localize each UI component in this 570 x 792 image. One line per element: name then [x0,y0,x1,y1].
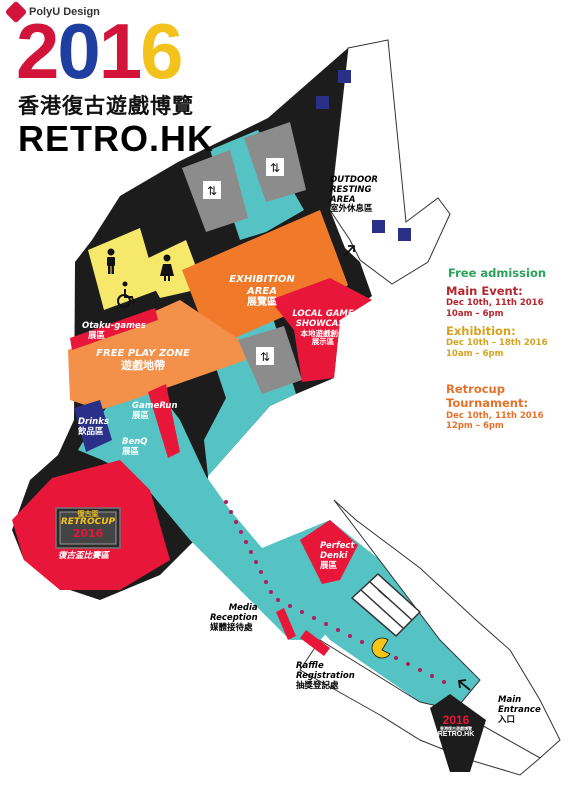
gamerun-en: GameRun [132,401,178,411]
brand-name: PolyU Design [29,6,100,18]
main-event-info: Main Event: Dec 10th, 11th 2016 10am – 6… [446,284,544,320]
entrance-badge-name: RETRO.HK [437,730,475,738]
retrocup-badge-text: 復古盃 RETROCUP 2016 [56,510,120,540]
gamerun-label: GameRun 展區 [132,401,178,422]
local-game-showcase-booth [270,278,372,382]
free-play-zone-floor [68,300,246,410]
exhibition-area-en: EXHIBITION AREA [229,274,295,297]
polyu-design-brand: PolyU Design [4,0,100,24]
svg-text:⇅: ⇅ [207,184,217,198]
retrocup-head: Retrocup Tournament: [446,382,529,411]
media-reception-en: Media Reception [210,603,258,623]
retrocup-time: 12pm – 6pm [446,421,504,432]
outdoor-area-zh: 室外休息區 [330,204,373,215]
year-digit: 0 [57,7,100,95]
entrance-badge-text: 2016 香港復古遊戲博覽 RETRO.HK [436,714,476,738]
svg-text:⇅: ⇅ [270,161,280,175]
main-event-head: Main Event: [446,284,523,298]
retrocup-dates: Dec 10th, 11th 2016 [446,410,544,421]
entrance-outline [333,499,561,759]
otaku-games-zh: 展區 [88,330,106,341]
benq-en: BenQ [122,437,148,447]
gamerun-zh: 展區 [132,410,150,421]
media-reception-zh: 媒體接待處 [210,622,253,633]
entrance-stairs [350,572,422,638]
local-game-showcase-en: LOCAL GAME SHOWCASE [292,309,354,329]
drinks-label: Drinks 飲品區 [78,417,109,438]
main-entrance-label: Main Entrance 入口 [498,695,541,725]
benq-zh: 展區 [122,446,140,457]
outdoor-area-en: OUTDOOR RESTING AREA [330,175,378,205]
benq-label: BenQ 展區 [122,437,148,458]
gamerun-booth [148,384,180,458]
media-reception-booth [276,608,296,640]
entrance-badge-year: 2016 [442,713,470,727]
free-admission-text: Free admission [448,266,546,280]
toilet-area-left [88,228,158,310]
pacman-icon [371,637,391,659]
retrocup-badge-name: RETROCUP [60,517,116,528]
otaku-games-label: Otaku-games 展區 [82,321,146,342]
retrocup-badge-year: 2016 [72,526,104,540]
chinese-title: 香港復古遊戲博覽 [18,94,194,118]
entrance-badge [430,694,486,772]
outdoor-area-outline [329,39,451,285]
year-digit: 2 [16,7,59,95]
exhibition-info: Exhibition: Dec 10th – 18th 2016 10am – … [446,324,548,360]
exhibition-time: 10am – 6pm [446,349,504,359]
free-admission-head: Free admission [448,266,547,280]
retro-hk-title: RETRO.HK [18,118,214,159]
exhibition-area-zh: 展覽區 [247,297,277,308]
escalator-icon: ⇅ [203,181,221,199]
media-reception-label: Media Reception 媒體接待處 [210,603,258,633]
local-game-showcase-label: LOCAL GAME SHOWCASE 本地遊戲創作 展示區 [286,309,360,347]
exhibition-area-label: EXHIBITION AREA 展覽區 [220,274,304,309]
main-entrance-en: Main Entrance [498,695,541,715]
retrocup-area-label: 復古盃比賽區 [58,551,110,561]
exhibition-dates: Dec 10th – 18th 2016 [446,338,548,349]
retrocup-badge [55,507,121,549]
free-play-zone-zh: 遊戲地帶 [121,358,165,372]
pacman-trail [224,500,446,684]
drinks-en: Drinks [78,417,109,427]
free-play-zone-en: FREE PLAY ZONE [96,348,190,359]
drinks-zh: 飲品區 [78,426,104,437]
main-event-dates: Dec 10th, 11th 2016 [446,298,544,309]
perfect-denki-zh: 展區 [320,560,338,571]
main-entrance-zh: 入口 [498,714,516,725]
raffle-registration-zh: 抽獎登記處 [296,680,339,691]
year-title: 2 0 1 6 [16,7,184,95]
local-game-showcase-zh: 本地遊戲創作 展示區 [300,328,346,347]
wheelchair-icon [117,281,135,308]
retrocup-info: Retrocup Tournament: Dec 10th, 11th 2016… [446,382,544,432]
year-digit: 1 [98,7,142,95]
outdoor-seats [316,70,411,241]
exhibition-area-floor [182,210,348,340]
raffle-registration-label: Raffle Registration 抽獎登記處 [296,661,355,691]
drinks-area [74,400,112,452]
main-event-time: 10am – 6pm [446,309,504,319]
arrow-icon [343,245,355,257]
otaku-games-booth [70,308,158,350]
perfect-denki-label: Perfect Denki 展區 [320,541,355,571]
year-digit: 6 [140,7,183,95]
perfect-denki-en: Perfect Denki [320,541,355,561]
otaku-games-en: Otaku-games [82,321,146,331]
raffle-registration-en: Raffle Registration [296,661,355,681]
outdoor-area-label: OUTDOOR RESTING AREA 室外休息區 [330,175,378,215]
arrow-icon [457,679,471,691]
free-play-zone-label: FREE PLAY ZONE 遊戲地帶 [96,348,190,372]
female-toilet-icon [160,254,174,281]
perfect-denki-booth [300,520,358,584]
escalator-icon: ⇅ [266,158,284,176]
raffle-booth [300,630,330,656]
escalator-icon: ⇅ [256,347,274,365]
svg-text:⇅: ⇅ [260,350,270,364]
male-toilet-icon [107,248,115,274]
retrocup-badge-top: 復古盃 [77,510,99,518]
exhibition-head: Exhibition: [446,324,516,338]
entrance-badge-zh: 香港復古遊戲博覽 [440,725,472,731]
